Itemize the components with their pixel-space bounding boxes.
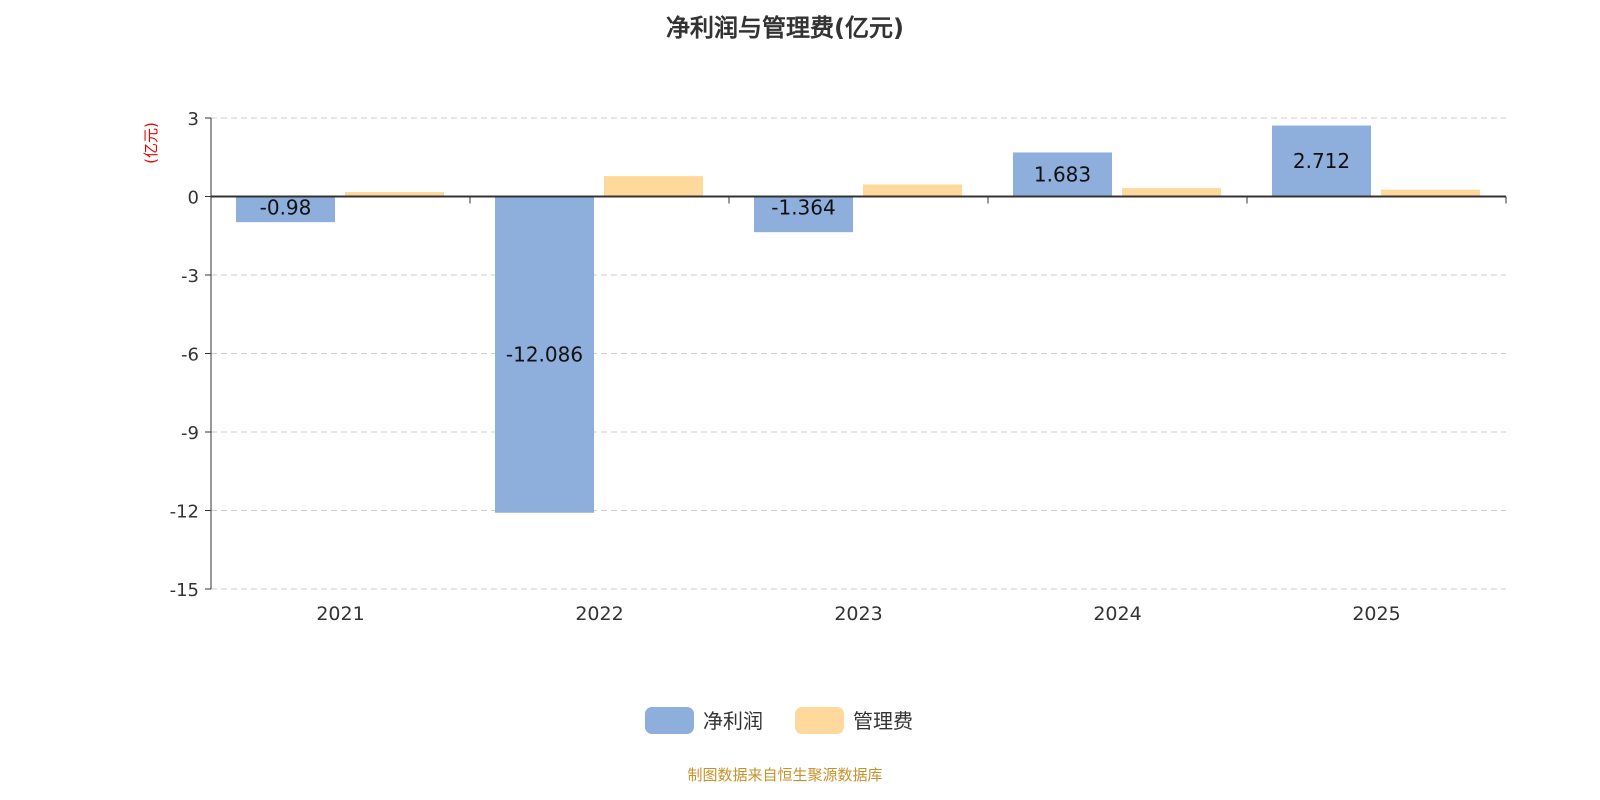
data-label: -12.086 — [506, 343, 583, 367]
bar-net-profit — [236, 196, 335, 223]
y-tick-label: 0 — [188, 188, 199, 209]
data-label: 1.683 — [1034, 162, 1091, 186]
y-tick-label: -6 — [181, 345, 199, 366]
bar-admin-fee — [863, 184, 962, 197]
y-axis-label: (亿元) — [142, 122, 160, 164]
legend-label: 管理费 — [853, 709, 913, 733]
bar-net-profit — [1013, 152, 1112, 197]
data-label: 2.712 — [1293, 149, 1350, 173]
y-tick-label: -9 — [181, 423, 199, 444]
data-label: -0.98 — [260, 196, 312, 220]
bar-net-profit — [1272, 125, 1371, 197]
data-label: -1.364 — [771, 196, 835, 220]
bar-net-profit — [495, 196, 594, 513]
x-tick-label: 2025 — [1352, 603, 1400, 625]
y-tick-label: 3 — [188, 109, 199, 130]
legend-swatch — [795, 707, 844, 734]
source-note: 制图数据来自恒生聚源数据库 — [687, 766, 883, 784]
bar-admin-fee — [345, 192, 444, 197]
bar-net-profit — [754, 196, 853, 233]
x-tick-label: 2024 — [1093, 603, 1141, 625]
x-tick-label: 2021 — [316, 603, 364, 625]
y-tick-label: -3 — [181, 266, 199, 287]
x-tick-label: 2023 — [834, 603, 882, 625]
legend-swatch — [645, 707, 694, 734]
bar-admin-fee — [1122, 188, 1221, 197]
bar-admin-fee — [1381, 189, 1480, 197]
legend-label: 净利润 — [703, 709, 763, 733]
bar-admin-fee — [604, 176, 703, 197]
x-tick-label: 2022 — [575, 603, 623, 625]
y-tick-label: -12 — [170, 502, 199, 523]
y-tick-label: -15 — [170, 580, 199, 601]
chart-title: 净利润与管理费(亿元) — [666, 14, 904, 42]
